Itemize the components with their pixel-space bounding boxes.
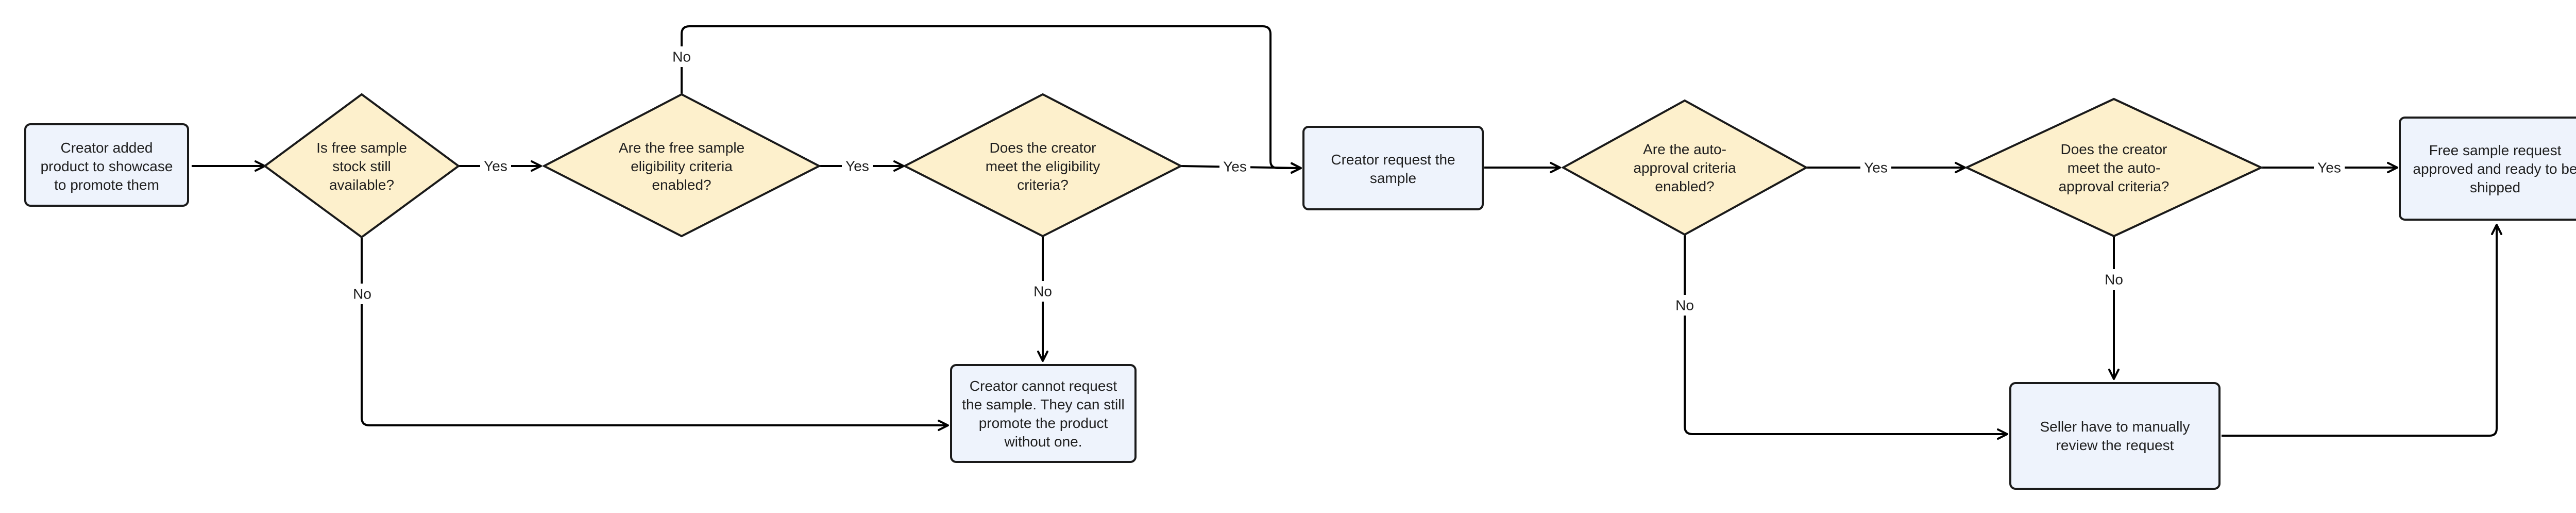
edge-label-auto-no: No — [1674, 295, 1696, 316]
edge-criteria-no — [681, 25, 1302, 174]
node-text-line: stock still — [332, 158, 391, 174]
node-text-line: meet the auto- — [2067, 160, 2161, 176]
node-text-line: to promote them — [54, 177, 159, 193]
node-meets-auto — [1964, 97, 2264, 238]
edge-label-meets-auto-no: No — [2103, 269, 2125, 290]
node-start — [24, 123, 189, 207]
node-meets-criteria-text: Does the creator meet the eligibility crit… — [986, 140, 1100, 193]
node-criteria-enabled — [541, 93, 822, 238]
node-text-line: Does the creator — [2061, 141, 2167, 157]
node-stock-text: Is free sample stock still available? — [316, 140, 407, 193]
node-auto-enabled — [1561, 99, 1809, 236]
node-text-line: sample — [1370, 170, 1416, 186]
node-text-line: the sample. They can still — [962, 396, 1124, 412]
node-cannot-request — [950, 364, 1137, 463]
edge-label-eligible-yes: Yes — [1219, 156, 1250, 177]
node-text-line: criteria? — [1017, 177, 1069, 193]
svg-text:No: No — [672, 49, 691, 65]
edge-auto-no — [1684, 235, 2008, 440]
node-text-line: Creator request the — [1331, 152, 1455, 168]
node-text-line: Creator added — [60, 140, 152, 156]
edge-label-criteria-yes: Yes — [842, 156, 873, 176]
node-approved — [2399, 117, 2576, 221]
node-start-text: Creator added product to showcase to promo… — [41, 140, 173, 193]
node-text-line: Seller have to manually — [2040, 419, 2190, 435]
svg-text:Yes: Yes — [1864, 160, 1888, 176]
node-text-line: without one. — [1004, 434, 1082, 450]
node-auto-enabled-text: Are the auto-approval criteria enabled? — [1633, 141, 1736, 194]
node-stock — [263, 93, 461, 239]
node-approved-text: Free sample request approved and ready to… — [2413, 142, 2576, 195]
svg-text:No: No — [1033, 284, 1052, 300]
edge-manual-to-approved — [2222, 224, 2502, 437]
node-text-line: Are the auto- — [1643, 141, 1726, 157]
node-text-line: approved and ready to be — [2413, 161, 2576, 177]
node-text-line: enabled? — [652, 177, 711, 193]
svg-text:No: No — [1675, 297, 1694, 313]
svg-text:Yes: Yes — [1223, 159, 1247, 175]
node-request-text: Creator request the sample — [1331, 152, 1455, 186]
node-text-line: Free sample request — [2429, 142, 2562, 158]
node-text-line: product to showcase — [41, 158, 173, 174]
node-meets-auto-text: Does the creator meet the auto-approval c… — [2059, 141, 2170, 194]
node-text-line: Are the free sample — [619, 140, 744, 156]
edge-labels: Yes No Yes No Yes No Yes No — [351, 46, 2345, 316]
node-text-line: eligibility criteria — [631, 158, 733, 174]
edge-label-meets-auto-yes: Yes — [2314, 157, 2345, 178]
node-request — [1302, 126, 1484, 210]
edge-label-eligible-no: No — [1032, 281, 1054, 302]
edge-label-auto-yes: Yes — [1860, 157, 1891, 178]
edge-label-stock-yes: Yes — [480, 156, 511, 176]
svg-text:No: No — [353, 286, 371, 302]
edge-stock-no — [361, 238, 949, 431]
node-text-line: approval criteria — [1633, 160, 1736, 176]
node-cannot-request-text: Creator cannot request the sample. They c… — [962, 378, 1124, 450]
node-text-line: shipped — [2470, 179, 2520, 195]
node-text-line: available? — [329, 177, 394, 193]
edge-label-stock-no: No — [351, 284, 373, 304]
node-text-line: promote the product — [979, 415, 1108, 431]
svg-text:Yes: Yes — [2317, 160, 2341, 176]
node-text-line: approval criteria? — [2059, 178, 2170, 194]
node-labels: Creator added product to showcase to promo… — [41, 140, 2576, 453]
edges — [192, 25, 2502, 440]
node-criteria-enabled-text: Are the free sample eligibility criteria e… — [619, 140, 744, 193]
node-text-line: enabled? — [1655, 178, 1714, 194]
svg-text:Yes: Yes — [484, 158, 507, 174]
node-meets-criteria — [902, 93, 1183, 238]
edge-label-criteria-no: No — [671, 46, 692, 67]
node-text-line: meet the eligibility — [986, 158, 1100, 174]
node-text-line: review the request — [2056, 437, 2174, 453]
node-text-line: Is free sample — [316, 140, 407, 156]
node-text-line: Does the creator — [990, 140, 1096, 156]
node-manual — [2009, 382, 2221, 490]
svg-text:No: No — [2105, 272, 2123, 288]
node-text-line: Creator cannot request — [970, 378, 1117, 394]
node-manual-text: Seller have to manually review the reques… — [2040, 419, 2190, 453]
nodes — [24, 93, 2576, 490]
svg-text:Yes: Yes — [845, 158, 869, 174]
